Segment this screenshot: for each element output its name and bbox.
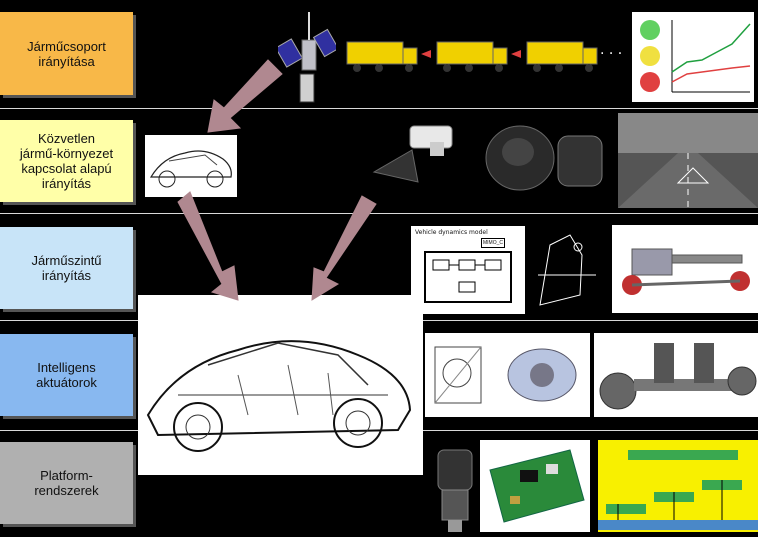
convoy-ellipsis: · · · (600, 46, 623, 62)
actuator-drawing-image (425, 333, 497, 417)
road-camera-view-image (618, 113, 758, 208)
layer-label-platform-systems: Platform- rendszerek (0, 442, 133, 524)
arrow-sensors-to-car (311, 195, 377, 301)
truck-icon (346, 41, 418, 72)
truck-icon (526, 41, 598, 72)
arrow-satellite-to-environment (207, 59, 283, 133)
car-wireframe-small-image (145, 135, 237, 197)
traffic-light-chart-image (632, 12, 754, 102)
layered-platform-diagram-image (598, 440, 758, 532)
layer-label-vehicle-control: Járműszintű irányítás (0, 227, 133, 309)
layer-label-text: Járműszintű irányítás (31, 253, 102, 283)
layer-label-text: Közvetlen jármű-környezet kapcsolat alap… (19, 131, 114, 191)
layer-label-intelligent-actuators: Intelligens aktuátorok (0, 334, 133, 416)
block-diagram-title: Vehicle dynamics model (415, 229, 488, 236)
steering-actuator-render-image (496, 333, 590, 417)
arrow-environment-to-car (177, 191, 239, 301)
layer-label-environment-control: Közvetlen jármű-környezet kapcsolat alap… (0, 120, 133, 202)
truck-convoy-image (346, 41, 598, 72)
sensor-devices-image (372, 125, 603, 191)
vehicle-model-sketch-image (530, 225, 606, 313)
block-diagram-box-label: MIMO_C (481, 238, 505, 248)
truck-icon (436, 41, 508, 72)
band-separator (0, 108, 758, 109)
layer-label-text: Platform- rendszerek (34, 468, 99, 498)
satellite-image (278, 12, 336, 103)
axle-render-image (594, 333, 758, 417)
layer-label-text: Járműcsoport irányítása (27, 38, 106, 69)
powertrain-render-image (612, 225, 758, 313)
circuit-board-image (480, 440, 590, 532)
car-wireframe-large-image (138, 295, 423, 475)
layer-label-text: Intelligens aktuátorok (36, 360, 97, 390)
control-block-diagram-image: Vehicle dynamics model MIMO_C (410, 225, 526, 315)
layer-label-fleet-control: Járműcsoport irányítása (0, 12, 133, 95)
band-separator (0, 213, 758, 214)
pressure-sensor-image (437, 449, 473, 532)
